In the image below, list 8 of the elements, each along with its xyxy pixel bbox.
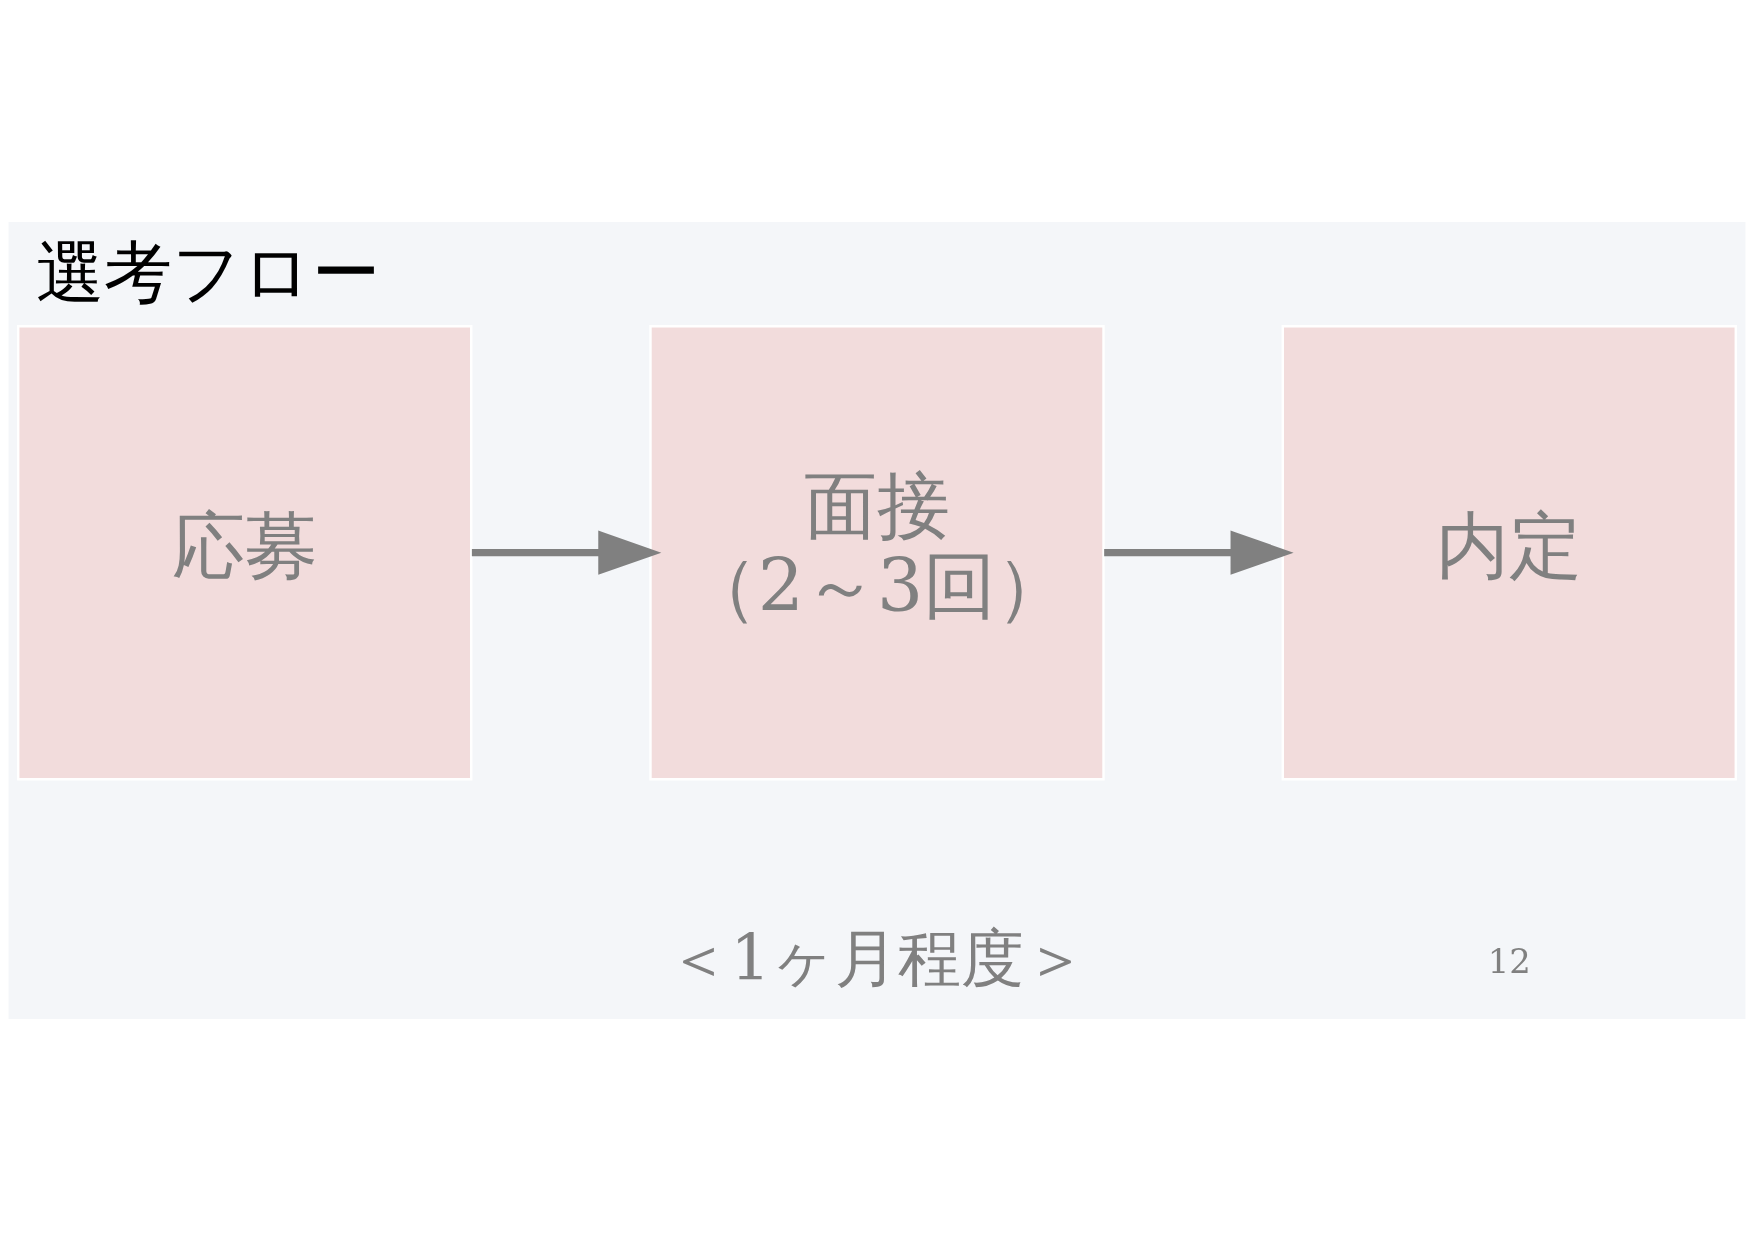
diagram-title: 選考フロー — [36, 232, 381, 312]
arrow — [1104, 530, 1294, 575]
arrow — [471, 530, 662, 575]
node-box: 面接 （2～3回） — [649, 324, 1105, 780]
label: 12 — [1487, 941, 1531, 981]
node-box: 応募 — [17, 324, 473, 780]
label: ＜1ヶ月程度＞ — [667, 921, 1087, 995]
node-box: 内定 — [1281, 324, 1737, 780]
